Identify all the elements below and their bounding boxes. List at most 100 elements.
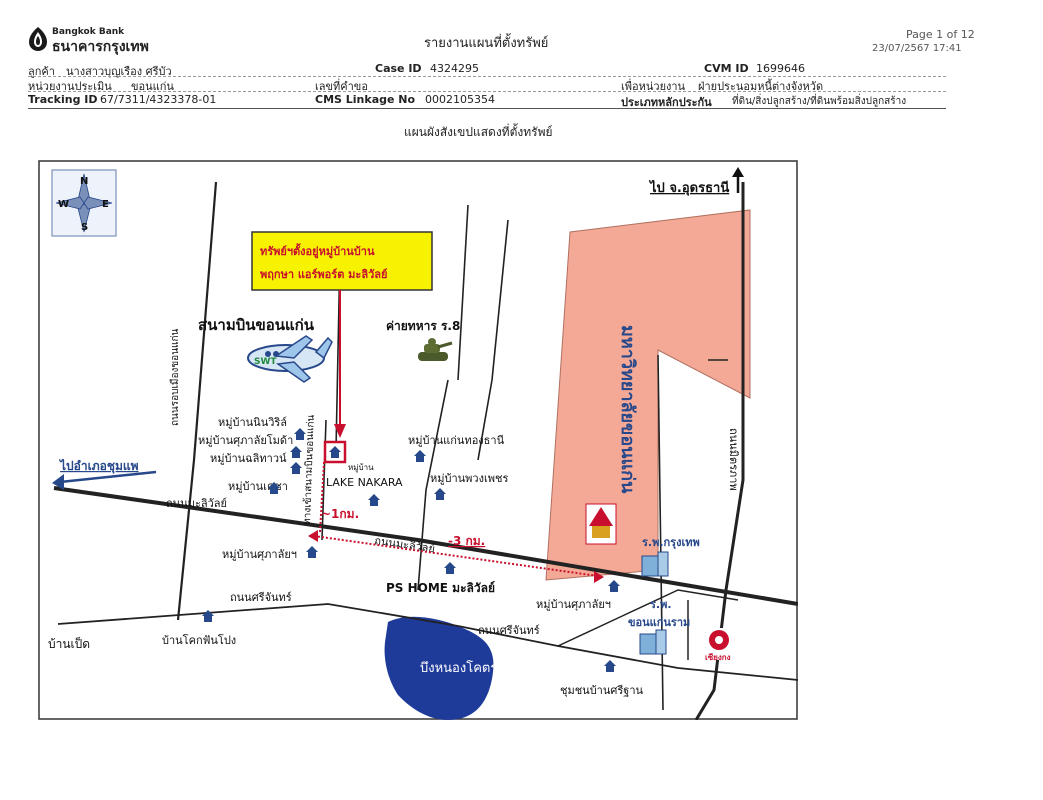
tracking-id-value: 67/7311/4323378-01 [100,93,217,106]
road-sichan-2-label: ถนนศรีจันทร์ [478,624,540,637]
compass-w: W [58,199,69,210]
bank-logo-icon [29,27,47,51]
callout-line-2: พฤกษา แอร์พอร์ต มะลิวัลย์ [260,268,387,281]
location-map: ไป จ.อุดรธานี ไปอำเภอชุมแพ N S E W ทรัพย… [38,160,798,720]
collateral-type-value: ที่ดิน/สิ่งปลูกสร้าง/ที่ดินพร้อมสิ่งปลูก… [732,96,907,107]
house-icon [414,450,426,462]
hospital-building-icon [639,629,667,655]
tracking-id-label: Tracking ID [28,93,98,106]
lake-nakara-label: LAKE NAKARA [326,476,403,489]
house-icon [268,482,280,494]
request-no-label: เลขที่คำขอ [315,80,368,93]
unit-label: หน่วยงานประเมิน [28,80,112,93]
house-icon [368,494,380,506]
road-airport-label: ทางเข้าสนามบินขอนแก่น [301,414,317,525]
university-label: มหาวิทยาลัยขอนแก่น [617,325,638,494]
house-icon [444,562,456,574]
compass-s: S [81,222,88,233]
info-row-3: Tracking ID 67/7311/4323378-01 CMS Linka… [28,93,946,109]
tank-icon [418,338,453,361]
divider [28,108,946,109]
village-kesha-label: หมู่บ้านเคชา [228,480,288,493]
report-datetime: 23/07/2567 17:41 [872,43,962,54]
distance-3km-label: -3 กม. [448,534,485,548]
to-udon-label: ไป จ.อุดรธานี [648,179,729,196]
chiang-kong-logo-icon [704,628,734,660]
village-chalisa-label: หมู่บ้านฉลิทาวน์ [210,452,287,465]
info-row-2: หน่วยงานประเมิน ขอนแก่น เลขที่คำขอ เพื่อ… [28,77,946,93]
unit-value: ขอนแก่น [131,80,174,93]
road-network [53,181,798,720]
property-house-icon [329,446,341,458]
ps-home-label: PS HOME มะลิวัลย์ [386,581,495,595]
hospital-bkk-label: ร.พ.กรุงเทพ [642,536,700,550]
road-sichan [57,603,798,681]
bank-name-th: ธนาคารกรุงเทพ [52,39,149,55]
west-arrow [52,470,157,490]
house-icons [202,428,620,672]
road-side-2 [457,204,469,381]
hospital-building-icon [641,551,669,577]
case-id-label: Case ID [375,62,422,75]
road-ring-khon-kaen [176,181,218,621]
distance-arrowhead [594,571,604,583]
report-title: รายงานแผนที่ตั้งทรัพย์ [424,36,549,51]
village-phuang-phet-label: หมู่บ้านพวงเพชร [430,472,508,485]
airport-label: สนามบินขอนแก่น [198,316,315,334]
road-side-3 [417,379,449,591]
house-icon [434,488,446,500]
lake-label: บึงหนองโคตร [420,660,497,676]
callout-line-1: ทรัพย์ฯตั้งอยู่หมู่บ้านบ้าน [260,243,375,259]
road-maliwan-left-label: ถนนมะลิวัลย์ [166,497,227,510]
village-ninvirin-label: หมู่บ้านนินวิริล์ [218,416,287,429]
distance-arrowhead [308,530,318,542]
village-supalai-1-label: หมู่บ้านศุภาลัยฯ [222,548,297,561]
case-id-value: 4324295 [430,62,479,75]
house-icon [604,660,616,672]
for-unit-label: เพื่อหน่วยงาน [621,80,686,93]
cms-linkage-value: 0002105354 [425,93,495,106]
village-supalai-moda-label: หมู่บ้านศุภาลัยโมด้า [198,433,293,447]
customer-label: ลูกค้า [28,65,55,78]
distance-1km-label: ~1กม. [321,507,359,521]
road-side-4 [477,219,509,461]
plane-label: SWT [254,357,277,367]
section-title: แผนผังสังเขปแสดงที่ตั้งทรัพย์ [404,125,553,139]
airplane-icon: SWT [247,335,333,383]
bank-name-en: Bangkok Bank [52,27,125,37]
university-area [545,209,751,581]
cms-linkage-label: CMS Linkage No [315,93,416,106]
property-callout: ทรัพย์ฯตั้งอยู่หมู่บ้านบ้าน พฤกษา แอร์พอ… [251,231,433,438]
lake-bueng-nong-khot [384,616,494,720]
village-prefix-label: หมู่บ้าน [348,463,374,473]
road-mittraphap-label: ถนนมิตรภาพ [727,428,740,491]
road-sichan-1-label: ถนนศรีจันทร์ [230,591,292,604]
compass-rose-icon: N S E W [51,169,117,237]
university-emblem-icon [585,503,617,545]
house-icon [306,546,318,558]
cvm-id-value: 1699646 [756,62,805,75]
chiang-kong-label: เซียงกง [705,652,731,662]
village-supalai-2-label: หมู่บ้านศุภาลัยฯ [536,598,611,611]
ban-khok-label: บ้านโคกฟันโปง [162,633,236,647]
divider [28,76,946,77]
house-icon [202,610,214,622]
road-ring-label: ถนนรอบเมืองขอนแก่น [169,328,181,426]
community-srithan-label: ชุมชนบ้านศรีฐาน [560,684,644,697]
cvm-id-label: CVM ID [704,62,749,75]
for-unit-value: ฝ่ายประนอมหนี้ต่างจังหวัด [698,80,824,93]
house-icon [608,580,620,592]
hospital-kk-ram-label-2: ขอนแก่นราม [628,616,690,629]
village-markers: หมู่บ้านนินวิริล์ หมู่บ้านศุภาลัยโมด้า ห… [48,416,644,697]
north-arrow [732,167,744,193]
divider [28,91,946,92]
village-kaen-thong-label: หมู่บ้านแก่นทองธานี [408,434,505,447]
road-sichan-branch [557,589,739,647]
house-icon [290,462,302,474]
info-row-1: ลูกค้า นางสาวบุญเรือง ศรีบัว Case ID 432… [28,62,946,78]
road-maliwan [53,486,798,606]
road-airport-entrance [321,419,327,541]
customer-value: นางสาวบุญเรือง ศรีบัว [66,65,172,78]
house-icon [290,446,302,458]
ban-pet-label: บ้านเป็ด [48,636,90,651]
